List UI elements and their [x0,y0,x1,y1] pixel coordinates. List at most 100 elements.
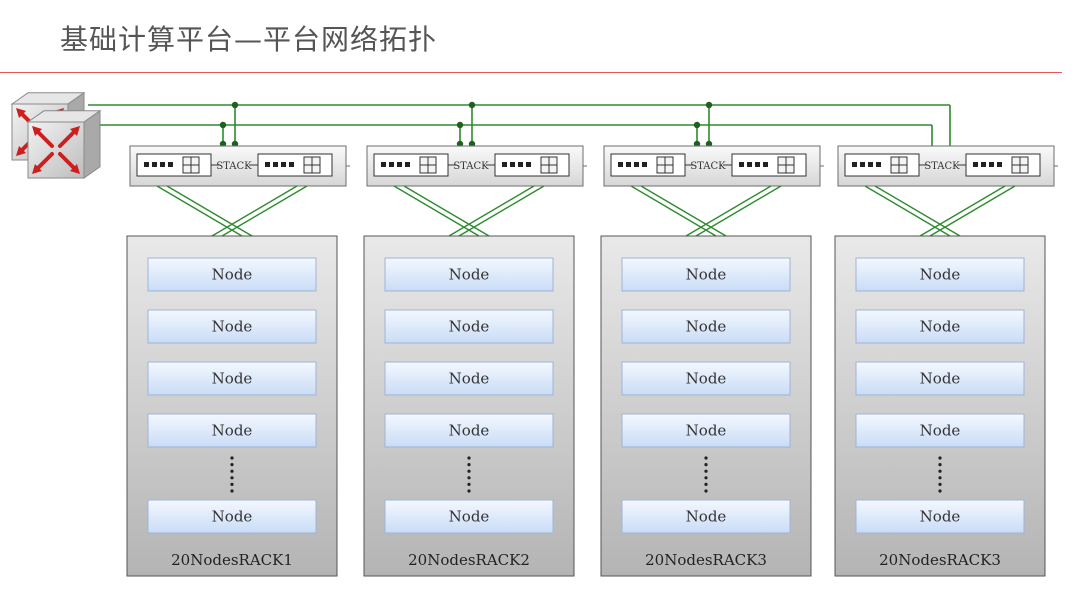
node-ellipsis [704,456,708,493]
node-card[interactable]: Node [621,499,791,534]
node-card[interactable]: Node [855,413,1025,448]
node-card-box [384,413,554,448]
node-card[interactable]: Node [855,499,1025,534]
node-card[interactable]: Node [384,499,554,534]
node-card-box [855,413,1025,448]
rack-label: 20NodesRACK3 [645,551,767,569]
switch-icon[interactable] [610,153,686,177]
ellipsis-dot [230,469,234,473]
ellipsis-dot [467,469,471,473]
node-label: Node [449,266,490,284]
node-card[interactable]: Node [621,309,791,344]
ellipsis-dot [938,463,942,467]
node-label: Node [212,422,253,440]
node-label: Node [449,370,490,388]
router-arrowhead [32,164,42,174]
switch-port-icon [273,162,278,167]
node-card-box [384,499,554,534]
switch-rack-link [630,185,717,237]
page-title: 基础计算平台—平台网络拓扑 [60,23,438,56]
switch-port-icon [876,162,881,167]
link-junction [468,101,476,109]
ellipsis-dot [230,489,234,493]
switch-port-icon [997,162,1002,167]
node-card[interactable]: Node [147,257,317,292]
switch-rack-link [403,185,490,237]
node-label: Node [686,422,727,440]
core-router-icon[interactable] [10,91,102,179]
router-arrow [34,152,54,172]
ellipsis-dot [467,489,471,493]
node-card[interactable]: Node [384,257,554,292]
node-label: Node [449,422,490,440]
node-label: Node [212,318,253,336]
node-label: Node [920,508,961,526]
switch-rack-link [874,185,961,237]
node-card[interactable]: Node [855,309,1025,344]
node-card[interactable]: Node [384,413,554,448]
switch-port-icon [510,162,515,167]
switch-port-icon [289,162,294,167]
switch-port-icon [281,162,286,167]
node-card-box [147,413,317,448]
node-card[interactable]: Node [855,361,1025,396]
switch-rack-link [640,185,727,237]
switch-rack-link [864,185,951,237]
node-label: Node [920,318,961,336]
switch-rack-link [448,185,535,237]
node-card[interactable]: Node [384,309,554,344]
node-label: Node [920,370,961,388]
node-label: Node [686,266,727,284]
node-card[interactable]: Node [621,361,791,396]
switch-icon[interactable] [136,153,212,177]
ellipsis-dot [938,482,942,486]
node-card-box [855,361,1025,396]
node-card-box [621,309,791,344]
node-card-box [621,413,791,448]
switch-port-icon [860,162,865,167]
switch-icon[interactable] [844,153,920,177]
node-card[interactable]: Node [147,309,317,344]
router-arrowhead [16,146,26,156]
switch-port-icon [265,162,270,167]
switch-port-icon [634,162,639,167]
switch-icon[interactable] [965,153,1041,177]
ellipsis-dot [230,482,234,486]
switch-icon[interactable] [373,153,449,177]
switch-icon[interactable] [731,153,807,177]
switch-rack-link [919,185,1006,237]
node-card-box [621,361,791,396]
switch-icon[interactable] [494,153,570,177]
switch-icon[interactable] [257,153,333,177]
switch-port-icon [989,162,994,167]
node-card[interactable]: Node [147,499,317,534]
switch-port-icon [973,162,978,167]
node-label: Node [920,422,961,440]
router-arrow [58,128,78,148]
switch-rack-link [458,185,545,237]
switch-port-icon [168,162,173,167]
link-junction [693,121,701,129]
node-card[interactable]: Node [147,413,317,448]
node-card-box [147,361,317,396]
node-card[interactable]: Node [384,361,554,396]
node-card[interactable]: Node [621,413,791,448]
ellipsis-dot [938,489,942,493]
node-ellipsis [938,456,942,493]
node-card[interactable]: Node [855,257,1025,292]
switch-rack-link [221,185,308,237]
node-ellipsis [230,456,234,493]
node-label: Node [686,508,727,526]
node-card[interactable]: Node [621,257,791,292]
switch-rack-link [156,185,243,237]
node-label: Node [212,266,253,284]
switch-port-icon [642,162,647,167]
ellipsis-dot [704,482,708,486]
node-card[interactable]: Node [147,361,317,396]
switch-port-icon [381,162,386,167]
ellipsis-dot [938,456,942,460]
node-card-box [384,361,554,396]
